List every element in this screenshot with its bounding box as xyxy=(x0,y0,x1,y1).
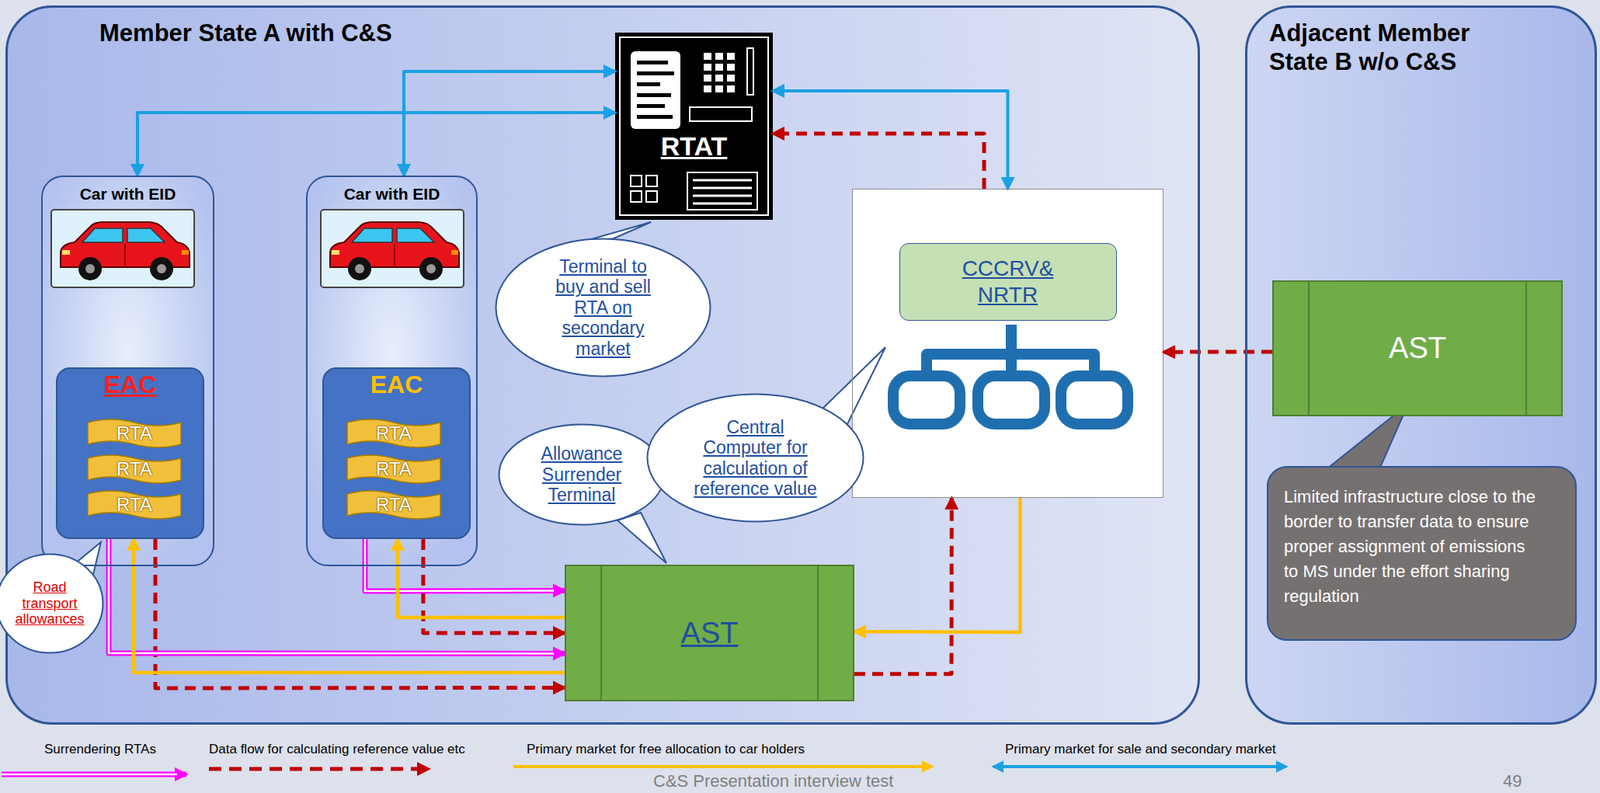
connector-line xyxy=(772,90,1009,189)
flag-outline xyxy=(347,490,441,519)
region-box: RTA RTA RTA EAC Car with EID RTA RTA RTA EAC Car … xyxy=(5,5,1200,725)
legend-text: Data flow for calculating reference valu… xyxy=(208,741,466,758)
rta-flag: RTA xyxy=(346,454,442,484)
node-text: Allowance Surrender Terminal xyxy=(531,443,633,505)
connector xyxy=(397,539,565,618)
connector-inner xyxy=(108,539,554,654)
callout-ellipse: Central Computer for calculation of refe… xyxy=(646,393,865,523)
page-number: 49 xyxy=(1502,771,1522,792)
node-text: CCCRV& NRTR xyxy=(899,243,1117,321)
connector-line xyxy=(403,71,616,176)
node-text: Central Computer for calculation of refe… xyxy=(687,417,824,500)
connector xyxy=(108,539,565,654)
node-text: Limited infrastructure close to the bord… xyxy=(1283,484,1541,609)
node-text: EAC xyxy=(104,370,157,400)
node-text: Terminal to buy and sell RTA on secondar… xyxy=(545,256,662,359)
ast-box: AST xyxy=(1272,280,1563,417)
region-fill xyxy=(6,6,1200,724)
flag-outline xyxy=(87,419,181,448)
rta-flag: RTA xyxy=(346,490,442,520)
legend-text: Surrendering RTAs xyxy=(44,741,157,758)
flag-outline xyxy=(87,490,181,519)
connector xyxy=(1163,351,1273,353)
note-callout: Limited infrastructure close to the bord… xyxy=(1266,466,1577,641)
callout-outline xyxy=(496,239,711,377)
flag-outline xyxy=(87,455,181,484)
node-text: RTA xyxy=(116,424,153,443)
node-text: RTA xyxy=(375,495,412,515)
connector-line xyxy=(397,539,565,618)
connector-line xyxy=(1163,350,1273,355)
legend-text: Primary market for free allocation to ca… xyxy=(526,741,805,758)
callout-ellipse: Allowance Surrender Terminal xyxy=(497,423,666,526)
node-text: RTAT xyxy=(656,132,733,161)
node-text: RTA xyxy=(375,459,412,479)
car-box-fill xyxy=(306,176,477,566)
node-text: Car with EID xyxy=(80,184,177,204)
connector xyxy=(854,497,1021,633)
node-text: EAC xyxy=(370,370,424,400)
connector xyxy=(137,112,616,176)
computer-box-fill xyxy=(852,189,1163,498)
callout-outline xyxy=(0,554,104,654)
connector-line xyxy=(108,539,565,654)
ast-box: AST xyxy=(564,564,855,702)
eac-box: RTA RTA RTA EAC xyxy=(55,367,205,540)
node-text: RTA xyxy=(116,495,153,515)
rta-flag: RTA xyxy=(86,454,182,484)
car-box-fill xyxy=(41,176,214,566)
connector-line xyxy=(137,112,616,176)
node-text: Member State A with C&S xyxy=(99,18,393,48)
callout-tail xyxy=(617,512,667,564)
callout-outline xyxy=(647,394,864,522)
connector xyxy=(133,539,565,673)
node-text: RTA xyxy=(116,459,153,479)
callout-ellipse: Road transport allowances xyxy=(0,553,105,654)
footer-text: C&S Presentation interview test xyxy=(653,771,894,792)
computer-box: CCCRV& NRTR xyxy=(852,188,1164,498)
legend-samples xyxy=(1,766,1287,775)
flag-outline xyxy=(347,455,441,484)
node-text: Car with EID xyxy=(344,184,441,204)
connector-line xyxy=(772,133,985,189)
rta-flag: RTA xyxy=(86,418,182,449)
node-text: AST xyxy=(681,616,739,651)
car-box: RTA RTA RTA EAC Car with EID xyxy=(306,175,478,567)
connector-line xyxy=(854,497,952,675)
rta-flag: RTA xyxy=(86,490,182,520)
terminal-illustration xyxy=(615,32,773,220)
network-icon xyxy=(893,324,1128,425)
legend-text: Primary market for sale and secondary ma… xyxy=(1005,741,1277,758)
rta-flag: RTA xyxy=(346,418,442,449)
connector-line xyxy=(854,497,1021,633)
region-fill xyxy=(1246,6,1597,724)
connector xyxy=(854,497,952,675)
connector xyxy=(155,539,565,689)
terminal-box: RTAT xyxy=(615,32,773,220)
connector xyxy=(772,133,985,189)
car-picture xyxy=(51,209,195,288)
callout-outline xyxy=(499,424,665,526)
node-text: Road transport allowances xyxy=(6,579,94,628)
connector-line xyxy=(155,539,565,689)
flag-outline xyxy=(347,419,441,448)
connector xyxy=(403,71,616,176)
node-text: Adjacent Member State B w/o C&S xyxy=(1269,18,1503,77)
car-box: RTA RTA RTA EAC Car with EID xyxy=(41,175,215,567)
node-text: RTA xyxy=(375,424,412,443)
car-picture xyxy=(320,209,464,288)
region-box: AST Limited infrastructure close to the b… xyxy=(1245,5,1597,725)
node-text: AST xyxy=(1388,331,1447,366)
eac-box: RTA RTA RTA EAC xyxy=(322,367,471,540)
callout-ellipse: Terminal to buy and sell RTA on secondar… xyxy=(494,237,712,378)
connector-line xyxy=(133,539,565,673)
connector xyxy=(772,90,1009,189)
